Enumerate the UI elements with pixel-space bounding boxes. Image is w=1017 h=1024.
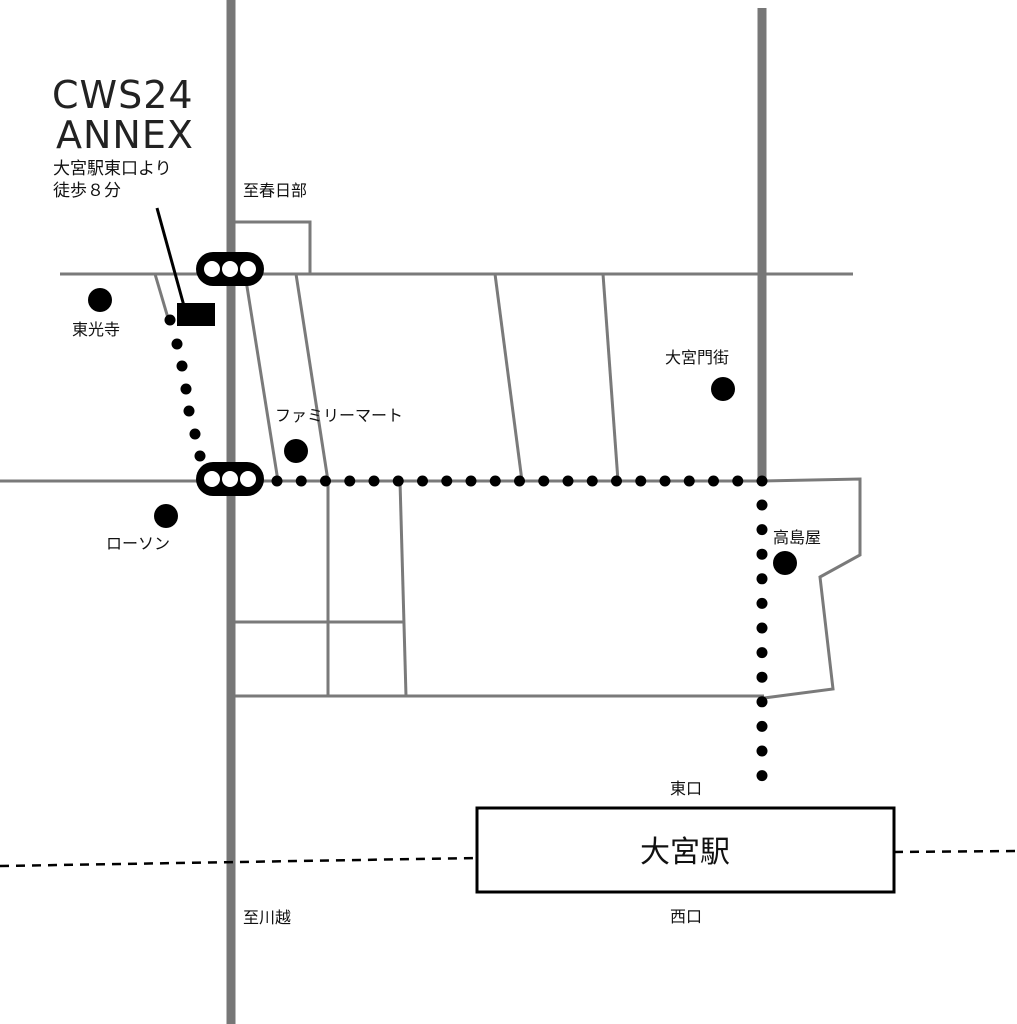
title-line-1: CWS24 <box>52 73 194 117</box>
main-roads <box>226 0 767 1024</box>
route-dot <box>708 475 719 487</box>
route-dot <box>538 475 550 487</box>
direction-label-north: 至春日部 <box>243 181 307 200</box>
route-dot <box>756 524 768 536</box>
route-dot <box>683 475 695 487</box>
destination-marker <box>177 303 215 326</box>
station: 大宮駅 東口 西口 <box>475 779 896 926</box>
landmark-dot <box>773 551 797 575</box>
signal-light <box>240 261 256 277</box>
title-line-2: ANNEX <box>56 113 194 157</box>
street-diag-2 <box>294 273 330 482</box>
walking-route <box>164 314 768 782</box>
landmark-label: ファミリーマート <box>275 406 403 425</box>
route-dot <box>635 475 647 487</box>
route-dot <box>756 622 768 634</box>
route-dot <box>176 360 188 372</box>
route-dot <box>194 450 206 462</box>
landmark-omiya-mongai: 大宮門街 <box>665 348 735 401</box>
station-east-exit: 東口 <box>670 779 702 798</box>
station-name: 大宮駅 <box>640 835 730 870</box>
signal-light <box>204 471 220 487</box>
signal-light <box>240 471 256 487</box>
route-dot <box>756 745 768 757</box>
route-dot <box>180 383 192 395</box>
route-dot <box>611 475 622 487</box>
route-dot <box>171 338 183 350</box>
route-dot <box>368 475 380 487</box>
station-building <box>475 806 896 894</box>
landmark-dot <box>284 439 308 463</box>
route-dot <box>344 475 356 487</box>
route-dot <box>417 475 428 487</box>
traffic-signal-upper <box>196 252 264 286</box>
directions-line-1: 大宮駅東口より <box>53 159 172 179</box>
route-dot <box>756 573 768 585</box>
route-dot <box>756 548 768 560</box>
route-dot <box>756 475 768 487</box>
route-dot <box>441 475 453 487</box>
route-dot <box>271 475 283 487</box>
takashimaya-block <box>761 477 862 700</box>
street-diag-3 <box>493 273 524 482</box>
landmark-label: 東光寺 <box>72 320 120 339</box>
route-dot <box>756 597 768 609</box>
direction-label-south: 至川越 <box>243 908 291 927</box>
route-dot <box>164 314 176 326</box>
street-diag-1 <box>243 273 280 482</box>
landmark-lawson: ローソン <box>106 504 178 553</box>
route-dot <box>295 475 307 487</box>
railway <box>0 849 1017 868</box>
landmark-dot <box>154 504 178 528</box>
route-dot <box>189 428 201 440</box>
signal-light <box>204 261 220 277</box>
route-dot <box>756 696 768 708</box>
route-dot <box>489 475 501 487</box>
route-dot <box>183 405 195 417</box>
route-dot <box>732 475 744 487</box>
signal-light <box>222 471 238 487</box>
railway-line-east <box>893 849 1017 854</box>
signal-light <box>222 261 238 277</box>
street-left-branch <box>153 273 170 319</box>
landmark-dot <box>711 377 735 401</box>
route-dot <box>756 671 768 683</box>
street-diag-4 <box>601 273 620 482</box>
landmark-label: 大宮門街 <box>665 348 729 367</box>
route-dot <box>659 475 671 487</box>
landmark-dot <box>88 288 112 312</box>
directions-line-2: 徒歩８分 <box>53 181 121 201</box>
landmark-familymart: ファミリーマート <box>275 406 403 463</box>
destination-pointer-line <box>155 207 186 307</box>
landmark-label: 高島屋 <box>773 528 821 547</box>
traffic-signal-lower <box>196 462 264 496</box>
landmark-toukouji: 東光寺 <box>72 288 120 339</box>
route-dot <box>756 499 768 511</box>
route-dot <box>392 475 404 487</box>
block-top-left <box>232 220 312 274</box>
street-lower-vertical-2 <box>398 480 408 697</box>
landmark-label: ローソン <box>106 534 170 553</box>
route-dot <box>320 475 331 487</box>
route-dot <box>756 770 768 782</box>
route-dot <box>465 475 477 487</box>
route-dot <box>514 475 525 487</box>
route-dot <box>756 720 768 732</box>
route-dot <box>562 475 574 487</box>
route-dot <box>586 475 598 487</box>
station-west-exit: 西口 <box>670 907 702 926</box>
railway-line-west <box>0 856 478 868</box>
streets <box>0 220 862 700</box>
landmark-takashimaya: 高島屋 <box>773 528 821 575</box>
route-dot <box>756 647 768 659</box>
